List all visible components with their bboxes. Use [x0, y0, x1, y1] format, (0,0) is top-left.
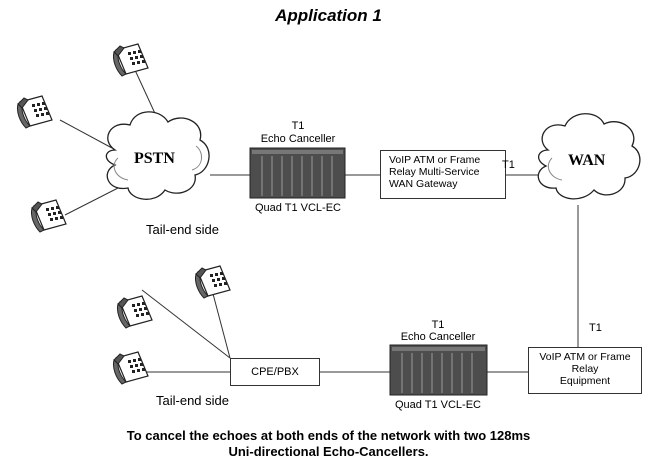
cpe-pbx-box: CPE/PBX — [230, 358, 320, 386]
equipment-t1-label: T1 — [589, 322, 602, 334]
equipment-line-1: VoIP ATM or Frame — [539, 351, 631, 363]
phone-icon — [194, 265, 231, 299]
tail-end-bottom-label: Tail-end side — [156, 393, 229, 408]
caption-line-1: To cancel the echoes at both ends of the… — [126, 428, 531, 443]
echo-canceller-bottom-device — [389, 344, 488, 396]
gateway-line-3: WAN Gateway — [389, 178, 458, 190]
ec-bottom-t1-label: T1 — [431, 319, 445, 331]
phone-icon — [112, 43, 149, 77]
ec-bottom-model-label: Quad T1 VCL-EC — [394, 399, 481, 411]
tail-end-top-label: Tail-end side — [146, 222, 219, 237]
pstn-cloud — [105, 111, 210, 200]
echo-canceller-top-device — [249, 147, 346, 199]
phone-icon — [16, 95, 53, 129]
gateway-line-2: Relay Multi-Service — [389, 166, 480, 178]
gateway-t1-label: T1 — [502, 159, 515, 171]
wan-label: WAN — [568, 152, 606, 169]
relay-equipment-box: VoIP ATM or Frame Relay Equipment — [528, 347, 642, 394]
cpe-pbx-label: CPE/PBX — [251, 366, 299, 378]
ec-top-model-label: Quad T1 VCL-EC — [254, 202, 341, 214]
phone-icon — [112, 351, 149, 385]
diagram-title: Application 1 — [275, 6, 382, 25]
pstn-label: PSTN — [134, 150, 175, 167]
equipment-line-2: Relay — [571, 363, 599, 375]
phone-icon — [116, 295, 153, 329]
wan-cloud — [537, 113, 641, 200]
ec-top-t1-label: T1 — [291, 120, 305, 132]
phone-icon — [30, 199, 67, 233]
wan-gateway-box: VoIP ATM or Frame Relay Multi-Service WA… — [380, 150, 506, 199]
gateway-line-1: VoIP ATM or Frame — [389, 154, 481, 166]
ec-bottom-name-label: Echo Canceller — [400, 331, 476, 343]
caption-line-2: Uni-directional Echo-Cancellers. — [228, 444, 429, 459]
equipment-line-3: Equipment — [559, 375, 611, 387]
ec-top-name-label: Echo Canceller — [260, 133, 336, 145]
